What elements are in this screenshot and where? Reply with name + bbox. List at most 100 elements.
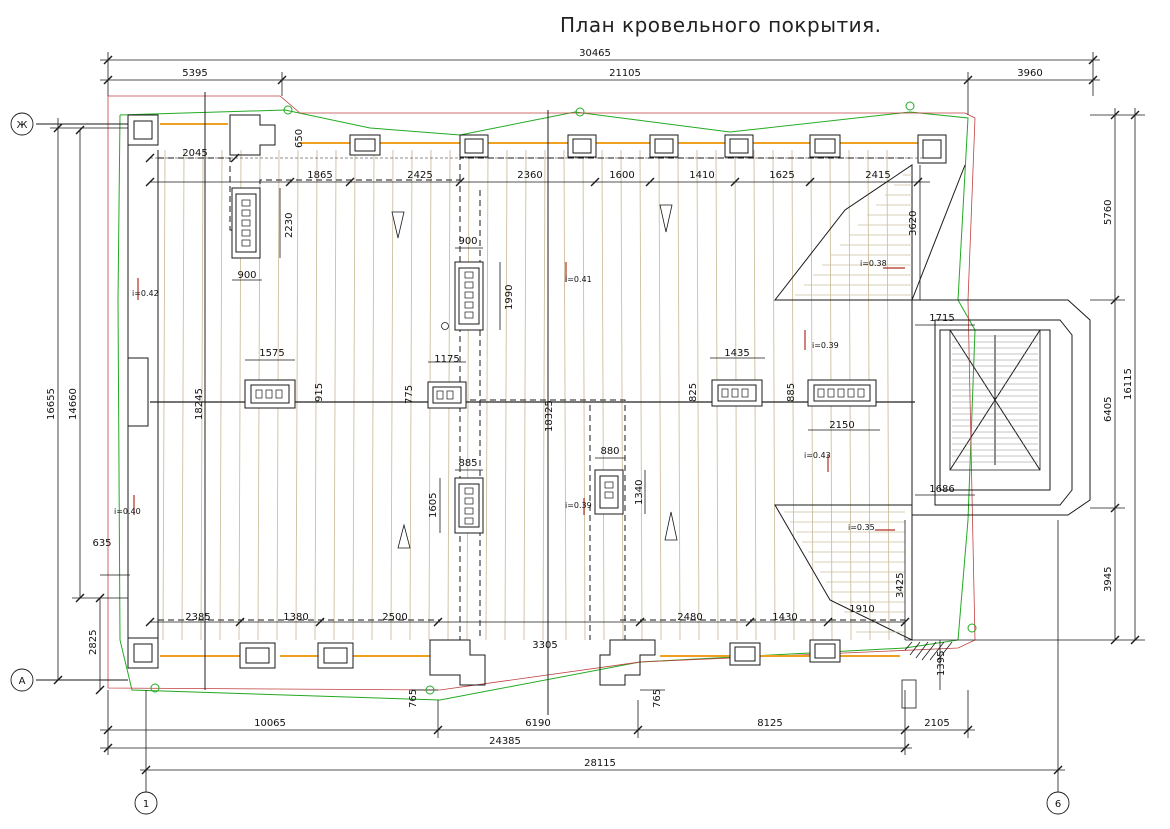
dim-1575: 1575 [259,348,284,359]
dim-6405: 6405 [1103,397,1114,422]
rafter-line [772,149,776,641]
rafter-line [620,149,624,641]
dim-10065: 10065 [254,718,286,729]
dimension-tick [455,177,465,187]
dim-1175: 1175 [434,354,459,365]
slope-label: i=0.35 [848,523,875,532]
dim-1990: 1990 [504,285,515,310]
dimension-tick [345,177,355,187]
axis-bubble-a [10,668,34,692]
window-panes [241,199,865,525]
dim-1865: 1865 [307,170,332,181]
dimension-tick [805,177,815,187]
chimneys [239,134,947,669]
dim-2500: 2500 [382,612,407,623]
dimension-tick [900,743,910,753]
dimension-texts: 30465 5395 21105 3960 2045 1865 2425 236… [46,48,1134,769]
dim-2230: 2230 [284,213,295,238]
dimension-tick [141,765,151,775]
drain-markers [150,101,977,695]
dimension-tick [103,75,113,85]
dim-3945: 3945 [1103,567,1114,592]
axis-label-6: 6 [1055,799,1061,810]
dimension-tick [963,725,973,735]
dimension-tick [963,75,973,85]
dim-18245: 18245 [194,388,205,420]
dim-765a: 765 [408,689,419,708]
rafter-line [677,149,681,641]
dim-1340: 1340 [634,480,645,505]
dimension-tick [285,177,295,187]
dimension-tick [1088,75,1098,85]
grid-axes [10,112,1070,815]
rafter-line [791,149,795,641]
rafter-line [886,149,890,641]
rafter-line [696,149,700,641]
dimension-tick [103,725,113,735]
dim-2385: 2385 [185,612,210,623]
dim-2425: 2425 [407,170,432,181]
axis-label-1: 1 [143,799,149,810]
dimension-tick [730,177,740,187]
dim-14660: 14660 [68,388,79,420]
dim-top-right: 3960 [1017,68,1042,79]
rafter-line [162,149,166,641]
dimension-tick [75,125,85,135]
axis-bubble-zh [10,112,34,136]
dim-2415: 2415 [865,170,890,181]
dimension-tick [900,725,910,735]
dimension-tick [315,617,325,627]
dimension-tick [1130,635,1140,645]
dim-3425: 3425 [895,573,906,598]
slope-arrows [133,262,905,531]
dimension-tick [633,725,643,735]
dim-915: 915 [314,383,325,402]
dim-top-mid: 21105 [609,68,641,79]
rafter-line [371,149,375,641]
dimension-tick [277,75,287,85]
slope-label: i=0.38 [860,259,887,268]
axis-label-a: А [19,676,26,687]
dim-2480: 2480 [677,612,702,623]
dim-635: 635 [92,538,111,549]
rafter-line [504,149,508,641]
dim-1605: 1605 [428,493,439,518]
dimension-tick [145,153,155,163]
dimension-tick [103,55,113,65]
axis-bubble-6 [1046,791,1070,815]
dim-775: 775 [404,385,415,404]
slope-label: i=0.42 [132,289,159,298]
rafter-line [314,149,318,641]
dim-2105: 2105 [924,718,949,729]
rafter-line [219,149,223,641]
dimension-tick [635,617,645,627]
dimension-lines [50,52,1145,792]
dim-8125: 8125 [757,718,782,729]
dimension-tick [590,177,600,187]
dim-1430: 1430 [772,612,797,623]
dim-1625: 1625 [769,170,794,181]
dim-1395: 1395 [936,651,947,676]
dim-2045: 2045 [182,148,207,159]
drawing-title: План кровельного покрытия. [560,13,882,37]
dim-885b: 885 [458,458,477,469]
dim-900b: 900 [458,236,477,247]
axis-label-zh: Ж [17,120,28,131]
dimension-tick [95,685,105,695]
dimension-tick [53,123,63,133]
dimension-tick [145,177,155,187]
dim-28115: 28115 [584,758,616,769]
rafter-line [601,149,605,641]
dimension-tick [145,617,155,627]
wing-rafters [784,174,912,633]
dim-825: 825 [688,383,699,402]
dim-1435: 1435 [724,348,749,359]
rafter-line [200,149,204,641]
dimension-ticks [53,55,1140,775]
dimension-tick [433,725,443,735]
roof-windows [231,187,877,534]
dim-1600: 1600 [609,170,634,181]
dimension-tick [235,617,245,627]
dimension-tick [1088,55,1098,65]
